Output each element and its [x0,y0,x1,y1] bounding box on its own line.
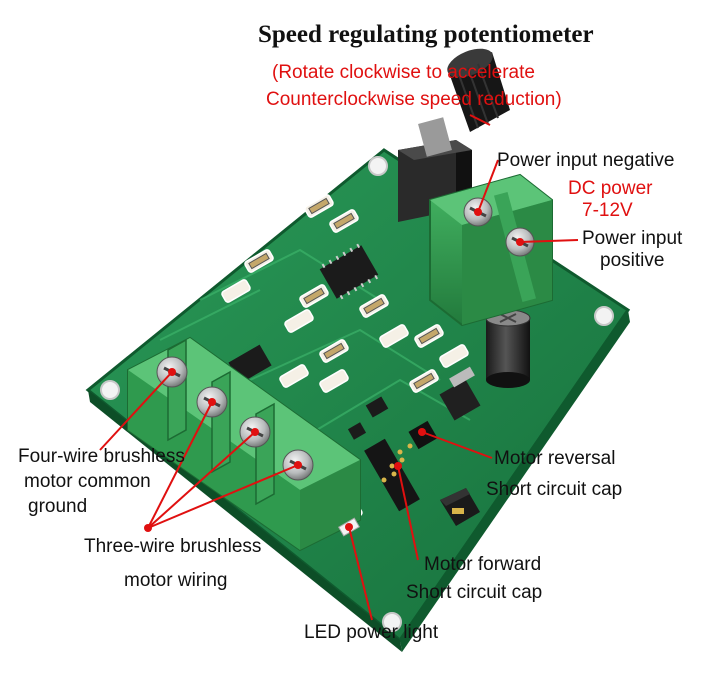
dc-power-label: DC power [568,178,653,199]
four-wire-label-1: Four-wire brushless [18,446,185,467]
led-label: LED power light [304,622,439,643]
four-wire-label-2: motor common [24,471,151,492]
three-wire-label-2: motor wiring [124,570,228,591]
callout-lines [99,114,579,621]
rotate-ccw-label: Counterclockwise speed reduction) [266,89,562,110]
four-wire-label-3: ground [28,496,88,517]
three-wire-label-1: Three-wire brushless [84,536,262,557]
title-label: Speed regulating potentiometer [258,21,594,48]
power-positive-label-1: Power input [582,228,683,249]
mounting-holes [100,156,614,632]
reversal-label-2: Short circuit cap [486,479,623,500]
chip-icon [319,243,379,300]
electrolytic-capacitor-icon [485,309,531,388]
jumper-cap-icon [440,488,480,526]
rotate-cw-label: (Rotate clockwise to accelerate [272,62,535,83]
screw-terminal-icon [127,336,361,552]
forward-label-1: Motor forward [424,554,542,575]
voltage-label: 7-12V [582,200,633,221]
power-positive-label-2: positive [600,250,665,271]
power-negative-label: Power input negative [497,150,675,171]
reversal-label-1: Motor reversal [494,448,616,469]
screw-terminal-icon [429,173,553,327]
forward-label-2: Short circuit cap [406,582,543,603]
